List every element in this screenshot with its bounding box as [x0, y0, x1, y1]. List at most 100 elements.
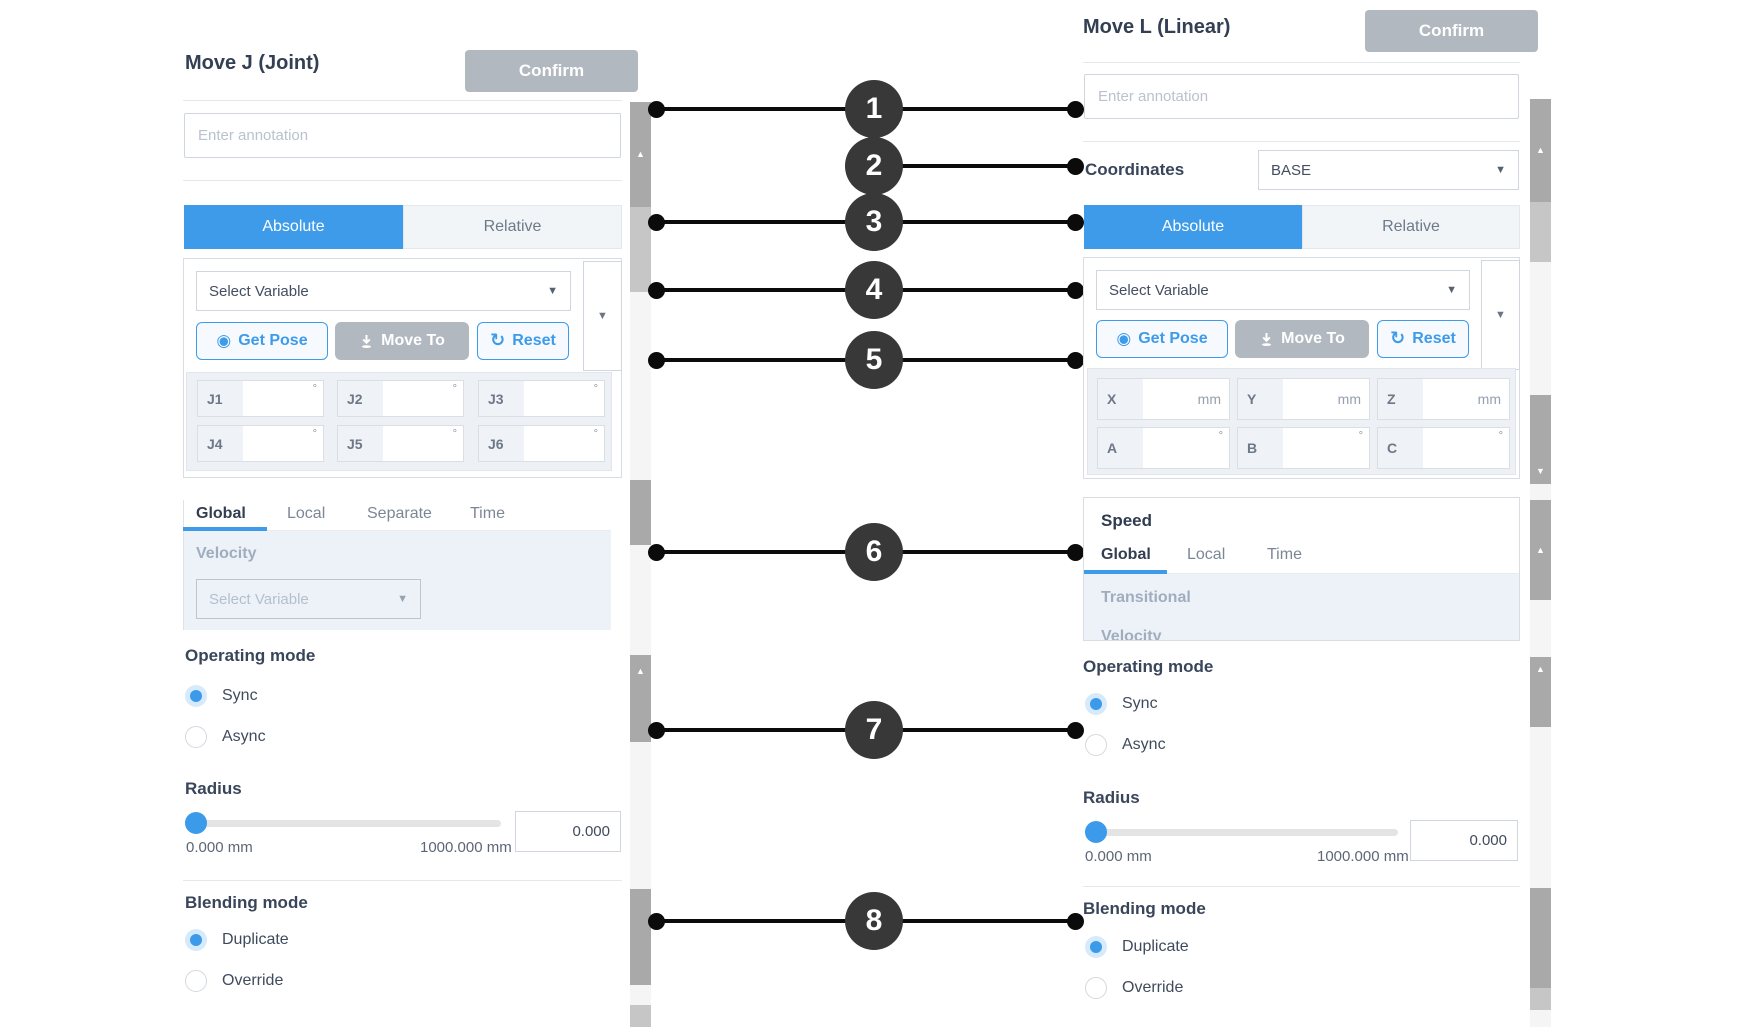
radio-async[interactable]: [185, 726, 207, 748]
right-scrollbar-thumb[interactable]: [1530, 988, 1551, 1010]
left-scrollbar-thumb[interactable]: [630, 480, 651, 545]
radius-slider-track[interactable]: [1085, 829, 1398, 836]
unit-label: °: [1218, 430, 1223, 442]
coordinates-select[interactable]: BASE ▼: [1258, 150, 1519, 190]
radio-dot: [1090, 698, 1102, 710]
radio-sync[interactable]: [185, 685, 207, 707]
radius-value-input[interactable]: [1410, 820, 1518, 861]
tab-relative[interactable]: Relative: [403, 205, 622, 249]
pose-field-b[interactable]: B °: [1237, 427, 1370, 469]
speed-tab-separate[interactable]: Separate: [367, 505, 432, 522]
move-to-button[interactable]: Move To: [335, 322, 469, 360]
speed-tab-time[interactable]: Time: [1267, 546, 1302, 563]
get-pose-button[interactable]: ◉ Get Pose: [196, 322, 328, 360]
chevron-down-icon: ▼: [1446, 284, 1457, 296]
get-pose-button[interactable]: ◉ Get Pose: [1096, 320, 1228, 358]
right-scrollbar-thumb[interactable]: [1530, 888, 1551, 988]
divider: [183, 500, 184, 630]
velocity-select-label: Select Variable: [209, 590, 309, 608]
radius-value-input[interactable]: [515, 811, 621, 852]
divider: [183, 530, 611, 531]
unit-label: °: [452, 383, 457, 395]
move-to-button[interactable]: Move To: [1235, 320, 1369, 358]
speed-tab-local[interactable]: Local: [287, 505, 326, 522]
left-scrollbar-thumb[interactable]: [630, 889, 651, 985]
radius-slider-track[interactable]: [186, 820, 501, 827]
callout-dot: [648, 544, 665, 561]
radius-slider-thumb[interactable]: [185, 812, 207, 834]
radio-async[interactable]: [1085, 734, 1107, 756]
variable-select-label: Select Variable: [209, 282, 309, 300]
left-scrollbar-thumb[interactable]: [630, 1005, 651, 1027]
get-pose-label: Get Pose: [238, 332, 308, 349]
variable-expand-button[interactable]: ▼: [1481, 260, 1520, 370]
field-label: J3: [479, 381, 524, 416]
pose-field-x[interactable]: X mm: [1097, 378, 1230, 420]
speed-tab-global[interactable]: Global: [1101, 546, 1151, 563]
radio-override[interactable]: [185, 970, 207, 992]
field-label: J4: [198, 426, 243, 461]
radio-duplicate[interactable]: [1085, 936, 1107, 958]
joint-field-j1[interactable]: J1 °: [197, 380, 324, 417]
joint-field-j6[interactable]: J6 °: [478, 425, 605, 462]
pose-field-a[interactable]: A °: [1097, 427, 1230, 469]
clipped-velocity-label: Velocity: [1101, 628, 1162, 641]
left-scrollbar-thumb[interactable]: ▲: [630, 102, 651, 207]
variable-select[interactable]: Select Variable ▼: [196, 271, 571, 311]
scroll-up-icon: ▲: [636, 666, 645, 676]
callout-dot: [1067, 158, 1084, 175]
unit-label: °: [593, 383, 598, 395]
velocity-select[interactable]: Select Variable ▼: [196, 579, 421, 619]
right-scrollbar-track: [1530, 600, 1551, 657]
reset-icon: ↻: [1390, 328, 1406, 349]
transitional-label: Transitional: [1101, 589, 1191, 606]
speed-tab-time[interactable]: Time: [470, 505, 505, 522]
left-scrollbar-thumb[interactable]: ▲: [630, 655, 651, 742]
pose-field-z[interactable]: Z mm: [1377, 378, 1510, 420]
left-scrollbar-thumb[interactable]: [630, 207, 651, 292]
joint-field-j5[interactable]: J5 °: [337, 425, 464, 462]
variable-select[interactable]: Select Variable ▼: [1096, 270, 1470, 310]
field-label: Y: [1238, 379, 1283, 419]
radio-dot: [1090, 941, 1102, 953]
tab-relative[interactable]: Relative: [1302, 205, 1520, 249]
callout-dot: [1067, 913, 1084, 930]
confirm-button[interactable]: Confirm: [465, 50, 638, 92]
confirm-button[interactable]: Confirm: [1365, 10, 1538, 52]
speed-tab-local[interactable]: Local: [1187, 546, 1226, 563]
divider: [1084, 573, 1519, 574]
right-scrollbar-thumb[interactable]: ▲: [1530, 657, 1551, 727]
tab-absolute[interactable]: Absolute: [184, 205, 403, 249]
annotation-input[interactable]: [1084, 74, 1519, 119]
callout-2: 2: [845, 137, 903, 195]
callout-5: 5: [845, 331, 903, 389]
reset-button[interactable]: ↻ Reset: [1377, 320, 1469, 358]
left-scrollbar-track: [630, 545, 651, 655]
callout-1: 1: [845, 80, 903, 138]
joint-field-j2[interactable]: J2 °: [337, 380, 464, 417]
field-label: J2: [338, 381, 383, 416]
speed-tab-global[interactable]: Global: [196, 505, 246, 522]
variable-expand-button[interactable]: ▼: [583, 261, 622, 371]
radio-duplicate[interactable]: [185, 929, 207, 951]
pose-field-c[interactable]: C °: [1377, 427, 1510, 469]
radio-sync[interactable]: [1085, 693, 1107, 715]
radius-slider-thumb[interactable]: [1085, 821, 1107, 843]
scroll-up-icon: ▲: [1536, 544, 1545, 555]
reset-button[interactable]: ↻ Reset: [477, 322, 569, 360]
callout-8: 8: [845, 892, 903, 950]
speed-section: Speed Global Local Time Transitional Vel…: [1083, 497, 1520, 641]
pose-field-y[interactable]: Y mm: [1237, 378, 1370, 420]
radio-override[interactable]: [1085, 977, 1107, 999]
right-scrollbar-thumb[interactable]: [1530, 202, 1551, 262]
radio-duplicate-label: Duplicate: [1122, 938, 1189, 955]
joint-field-j3[interactable]: J3 °: [478, 380, 605, 417]
right-scrollbar-thumb[interactable]: ▲: [1530, 500, 1551, 600]
annotation-input[interactable]: [184, 113, 621, 158]
coordinates-value: BASE: [1271, 161, 1312, 179]
joint-field-j4[interactable]: J4 °: [197, 425, 324, 462]
tab-absolute[interactable]: Absolute: [1084, 205, 1302, 249]
radio-override-label: Override: [222, 972, 284, 989]
right-scrollbar-thumb[interactable]: ▼: [1530, 395, 1551, 484]
right-scrollbar-thumb[interactable]: ▲: [1530, 99, 1551, 202]
